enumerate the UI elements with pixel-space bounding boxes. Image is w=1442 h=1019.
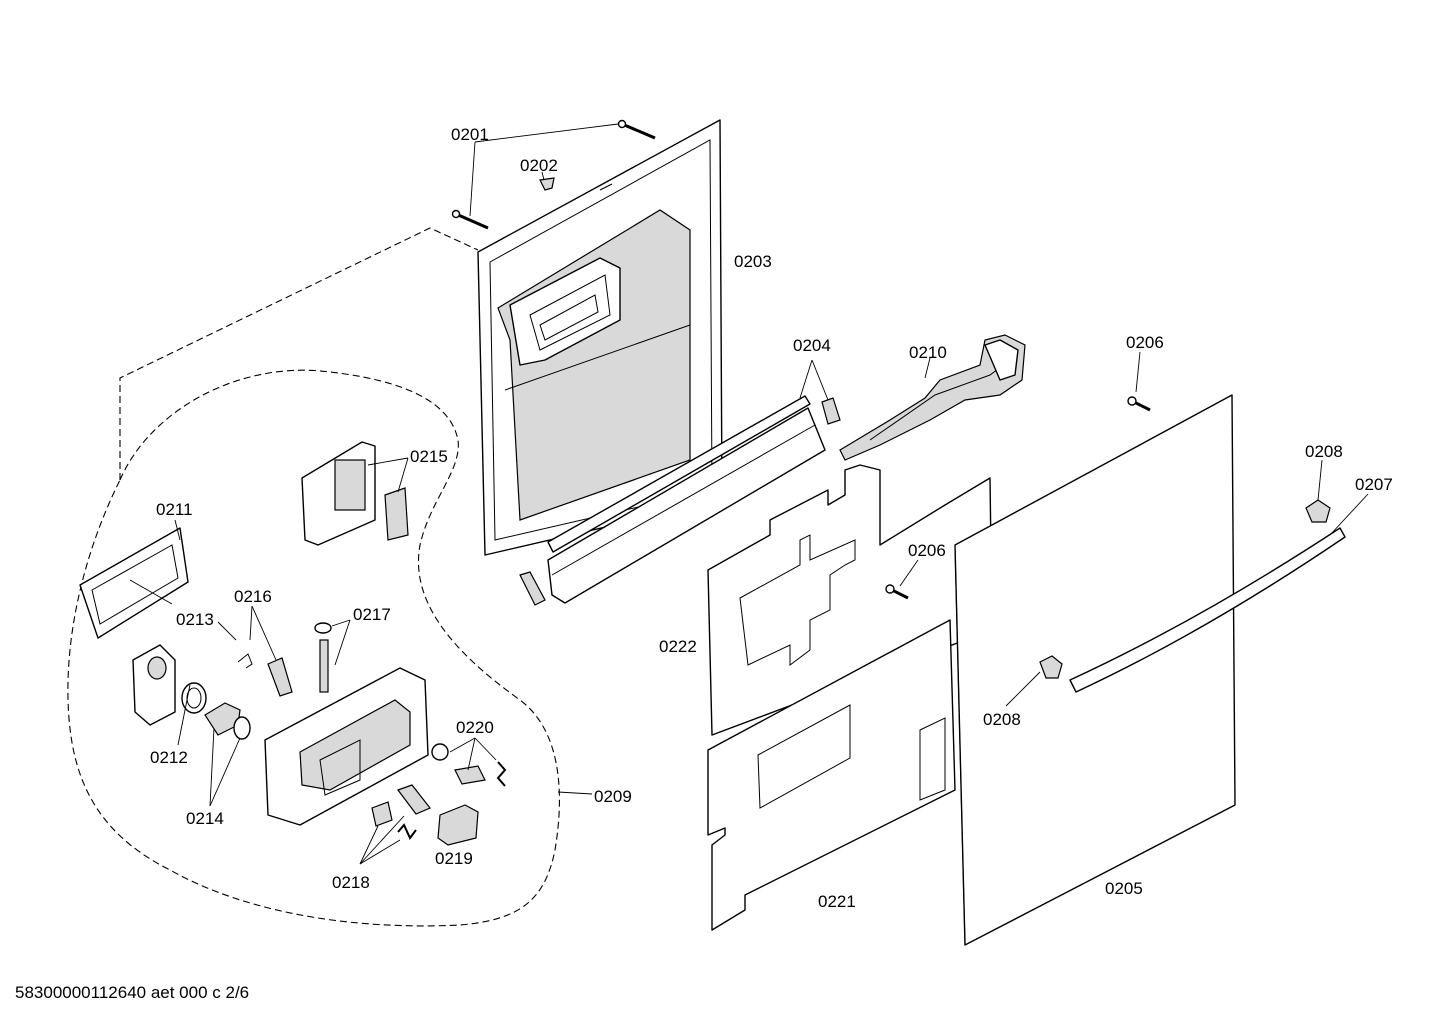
label-0219: 0219 bbox=[435, 849, 473, 868]
label-0208-upper: 0208 bbox=[1305, 442, 1343, 461]
drawing-reference: 58300000112640 aet 000 c 2/6 bbox=[15, 983, 249, 1002]
label-0202: 0202 bbox=[520, 156, 558, 175]
door-screw-right bbox=[617, 119, 656, 140]
switch-0219 bbox=[437, 804, 479, 846]
hinge-bracket bbox=[839, 334, 1026, 461]
label-0208-lower: 0208 bbox=[983, 710, 1021, 729]
label-0221: 0221 bbox=[818, 892, 856, 911]
parts-0220 bbox=[431, 743, 507, 787]
valve-0217 bbox=[314, 622, 332, 693]
screw-0206-lower bbox=[885, 584, 909, 600]
screw-0206-upper bbox=[1127, 396, 1151, 412]
cover-0215 bbox=[301, 441, 409, 546]
label-0209: 0209 bbox=[594, 787, 632, 806]
label-0206-lower: 0206 bbox=[908, 541, 946, 560]
nozzle-0214 bbox=[204, 702, 251, 740]
label-0212: 0212 bbox=[150, 748, 188, 767]
insulation-panel-lower bbox=[707, 619, 956, 931]
door-handle bbox=[1069, 527, 1346, 693]
door-screw-left bbox=[451, 209, 489, 230]
housing-0212 bbox=[132, 644, 176, 726]
dispenser-0209 bbox=[264, 667, 429, 826]
leader-lines bbox=[129, 123, 1369, 865]
parts-0218 bbox=[371, 784, 431, 840]
label-0217: 0217 bbox=[353, 605, 391, 624]
label-0207: 0207 bbox=[1355, 475, 1393, 494]
label-0218: 0218 bbox=[332, 873, 370, 892]
handle-clip-left bbox=[1039, 655, 1063, 679]
label-0203: 0203 bbox=[734, 252, 772, 271]
handle-clip-right bbox=[1305, 499, 1331, 523]
plug-0202 bbox=[539, 177, 555, 191]
inner-door-panel bbox=[477, 119, 723, 556]
label-0214: 0214 bbox=[186, 809, 224, 828]
label-0216: 0216 bbox=[234, 587, 272, 606]
label-0204: 0204 bbox=[793, 336, 831, 355]
label-0215: 0215 bbox=[410, 447, 448, 466]
assembly-outline bbox=[67, 369, 560, 927]
label-0222: 0222 bbox=[659, 637, 697, 656]
label-0210: 0210 bbox=[909, 343, 947, 362]
frame-0211 bbox=[79, 527, 189, 639]
label-0213: 0213 bbox=[176, 610, 214, 629]
label-0206-upper: 0206 bbox=[1126, 333, 1164, 352]
seal-strip bbox=[519, 395, 841, 606]
label-0205: 0205 bbox=[1105, 879, 1143, 898]
assembly-guide-line bbox=[119, 227, 479, 480]
label-0201: 0201 bbox=[451, 125, 489, 144]
spring-0216 bbox=[237, 653, 293, 697]
label-0211: 0211 bbox=[156, 500, 193, 519]
label-0220: 0220 bbox=[456, 718, 494, 737]
